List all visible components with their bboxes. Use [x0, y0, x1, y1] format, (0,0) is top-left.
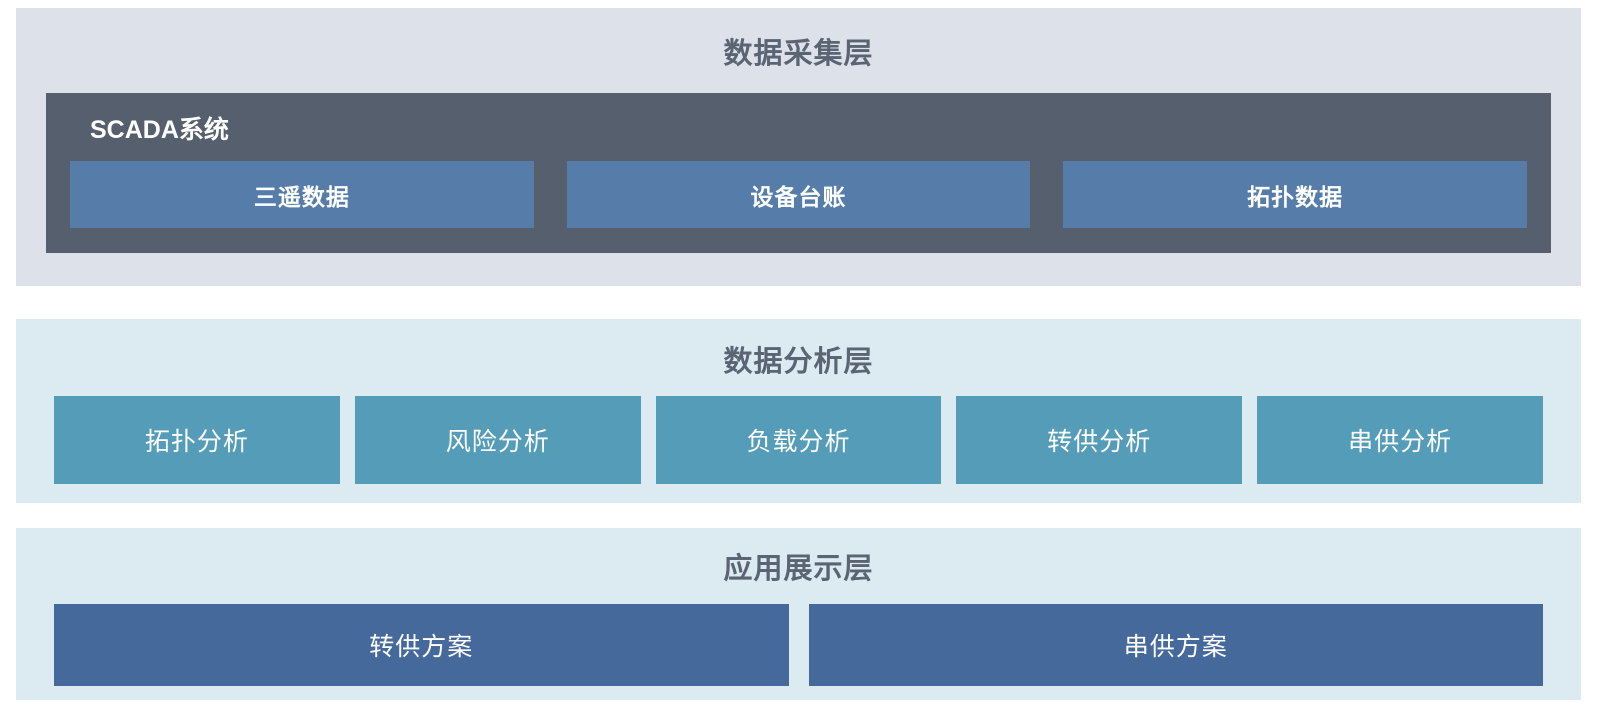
box-series-supply-plan: 串供方案: [808, 604, 1543, 686]
box-topology-analysis: 拓扑分析: [54, 396, 340, 484]
box-load-analysis: 负载分析: [655, 396, 942, 484]
scada-system-box: SCADA系统 三遥数据 设备台账 拓扑数据: [46, 93, 1551, 253]
data-analysis-layer-title: 数据分析层: [723, 346, 874, 378]
box-equipment-ledger: 设备台账: [566, 161, 1031, 228]
layer-data-collection: 数据采集层 SCADA系统 三遥数据 设备台账 拓扑数据: [16, 8, 1581, 286]
data-collection-layer-title: 数据采集层: [723, 37, 874, 70]
scada-system-title: SCADA系统: [90, 116, 229, 144]
box-three-remote-data: 三遥数据: [70, 161, 534, 228]
layer-application-display: 应用展示层 转供方案 串供方案: [16, 528, 1581, 700]
box-series-supply-analysis: 串供分析: [1257, 396, 1543, 484]
analysis-items-row: 拓扑分析 风险分析 负载分析 转供分析 串供分析: [54, 396, 1543, 484]
application-display-layer-title: 应用展示层: [723, 553, 874, 585]
application-items-row: 转供方案 串供方案: [54, 604, 1543, 686]
box-risk-analysis: 风险分析: [354, 396, 641, 484]
box-topology-data: 拓扑数据: [1063, 161, 1528, 228]
box-transfer-supply-plan: 转供方案: [54, 604, 789, 686]
scada-items-row: 三遥数据 设备台账 拓扑数据: [70, 161, 1528, 228]
layer-data-analysis: 数据分析层 拓扑分析 风险分析 负载分析 转供分析 串供分析: [16, 319, 1581, 503]
box-transfer-supply-analysis: 转供分析: [956, 396, 1243, 484]
